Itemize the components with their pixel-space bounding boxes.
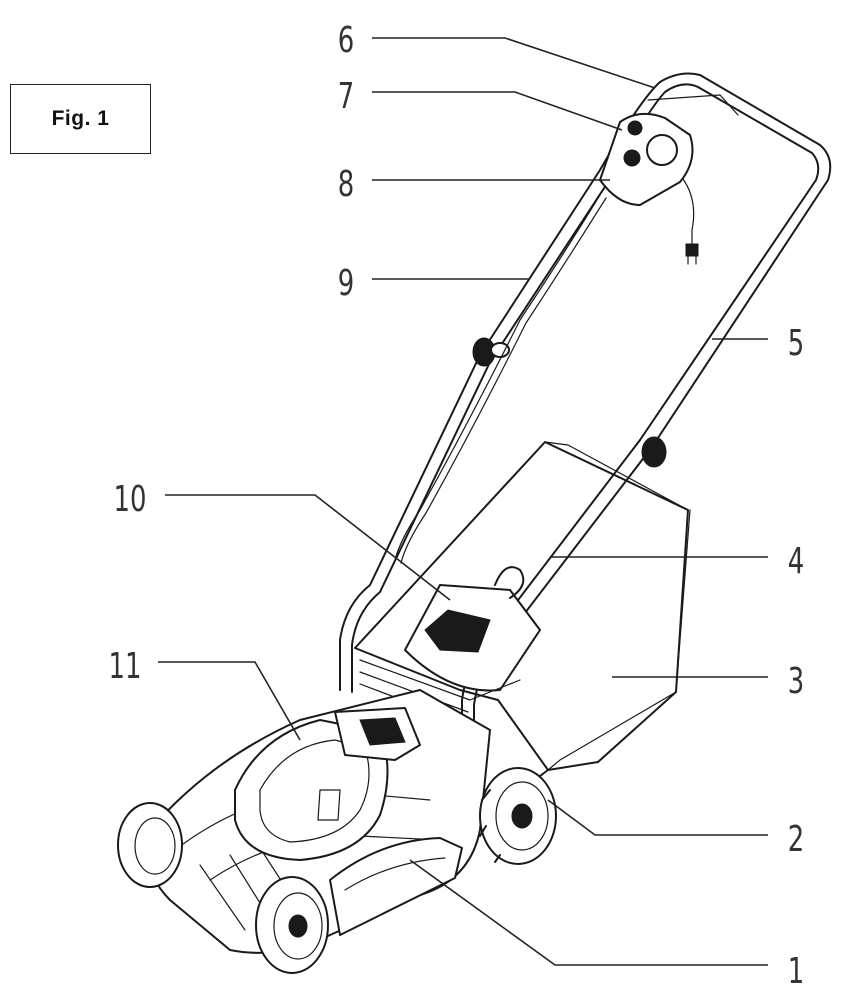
callout-8: 8 bbox=[338, 164, 354, 205]
leader-line-10 bbox=[165, 494, 451, 601]
callout-9: 9 bbox=[338, 263, 354, 304]
leader-line-11 bbox=[158, 661, 301, 741]
callout-3: 3 bbox=[788, 661, 804, 702]
motor-housing-drawing bbox=[234, 707, 421, 861]
callout-7: 7 bbox=[338, 76, 354, 117]
rear-wheel-drawing bbox=[479, 767, 557, 865]
figure-label-box: Fig. 1 bbox=[10, 84, 151, 154]
leader-line-7 bbox=[372, 91, 623, 131]
callout-2: 2 bbox=[788, 819, 804, 860]
mower-drawing bbox=[117, 72, 832, 974]
callout-4: 4 bbox=[788, 541, 804, 582]
leader-line-1 bbox=[409, 859, 768, 966]
leader-line-2 bbox=[547, 799, 768, 836]
leader-lines bbox=[158, 37, 768, 966]
callout-1: 1 bbox=[788, 951, 804, 992]
switch-box-drawing bbox=[599, 112, 694, 206]
grass-bag-handle-drawing bbox=[359, 566, 541, 725]
grass-guard-flap-drawing bbox=[329, 837, 463, 936]
leader-line-6 bbox=[372, 37, 656, 89]
callout-6: 6 bbox=[338, 20, 354, 61]
figure-label: Fig. 1 bbox=[51, 107, 110, 130]
handle-knobs-drawing bbox=[472, 337, 667, 468]
callout-10: 10 bbox=[114, 479, 147, 520]
callout-11: 11 bbox=[109, 646, 142, 687]
front-wheels-drawing bbox=[117, 802, 329, 974]
callout-5: 5 bbox=[788, 323, 804, 364]
callout-numbers: 1 2 3 4 5 6 7 8 9 10 11 bbox=[109, 20, 805, 992]
